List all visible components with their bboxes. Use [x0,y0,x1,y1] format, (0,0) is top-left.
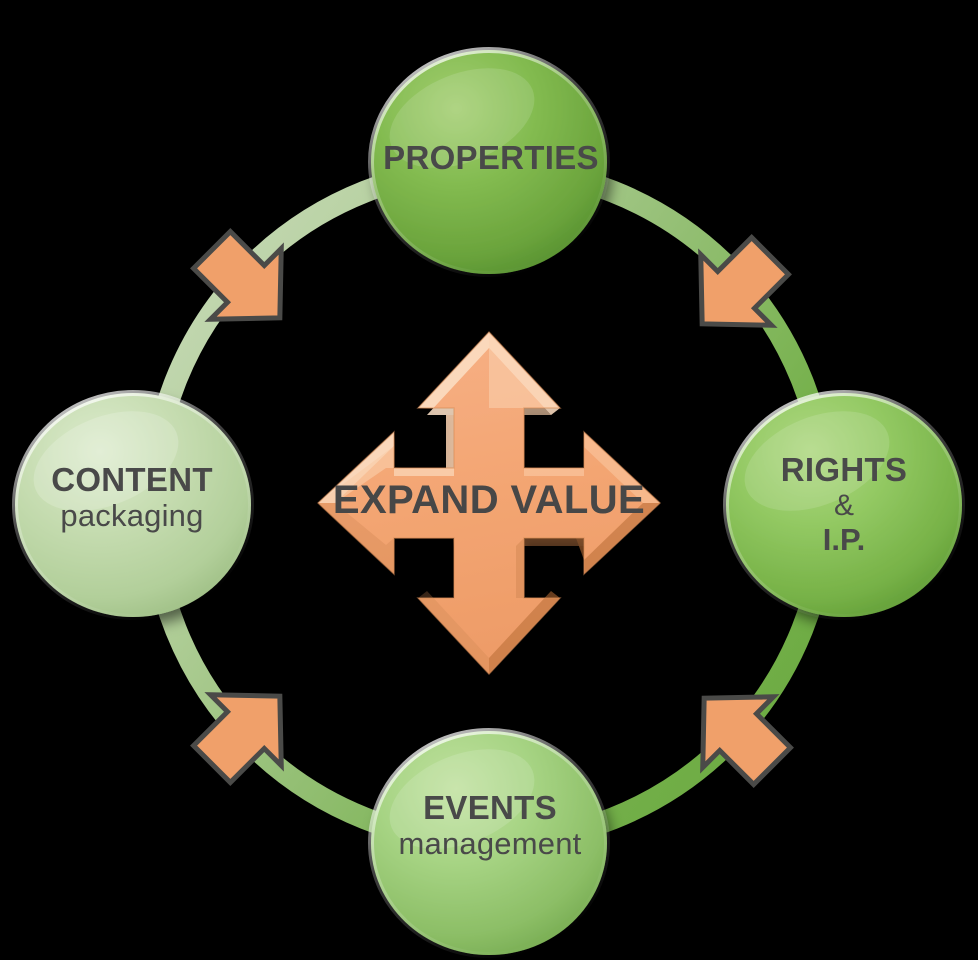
node-events-gloss [389,749,535,849]
node-events-rim [368,728,610,958]
flow-arrow-shape [190,692,284,786]
node-rights-body[interactable] [726,393,962,617]
arrow-content-to-properties [190,228,284,322]
flow-arrow-shape [190,228,284,322]
node-events-body[interactable] [371,731,607,955]
four-way-arrow-body [318,332,660,674]
node-content[interactable] [12,390,254,620]
flow-arrow-shape [700,694,794,788]
node-rights-gloss [744,411,890,511]
node-content-gloss [33,411,179,511]
arrow-rights-to-events [700,694,794,788]
node-content-rim [12,390,254,620]
node-events[interactable] [368,728,610,958]
node-properties-rim [368,47,610,277]
four-way-arrow-outline [316,330,662,676]
node-rights[interactable] [723,390,965,620]
arrow-properties-to-rights [698,234,792,328]
node-properties-gloss [389,68,535,168]
arrow-events-to-content [190,692,284,786]
node-rights-rim [723,390,965,620]
node-properties[interactable] [368,47,610,277]
flow-arrow-shape [698,234,792,328]
expand-value-arrow [316,330,662,676]
node-content-body[interactable] [15,393,251,617]
node-properties-body[interactable] [371,50,607,274]
